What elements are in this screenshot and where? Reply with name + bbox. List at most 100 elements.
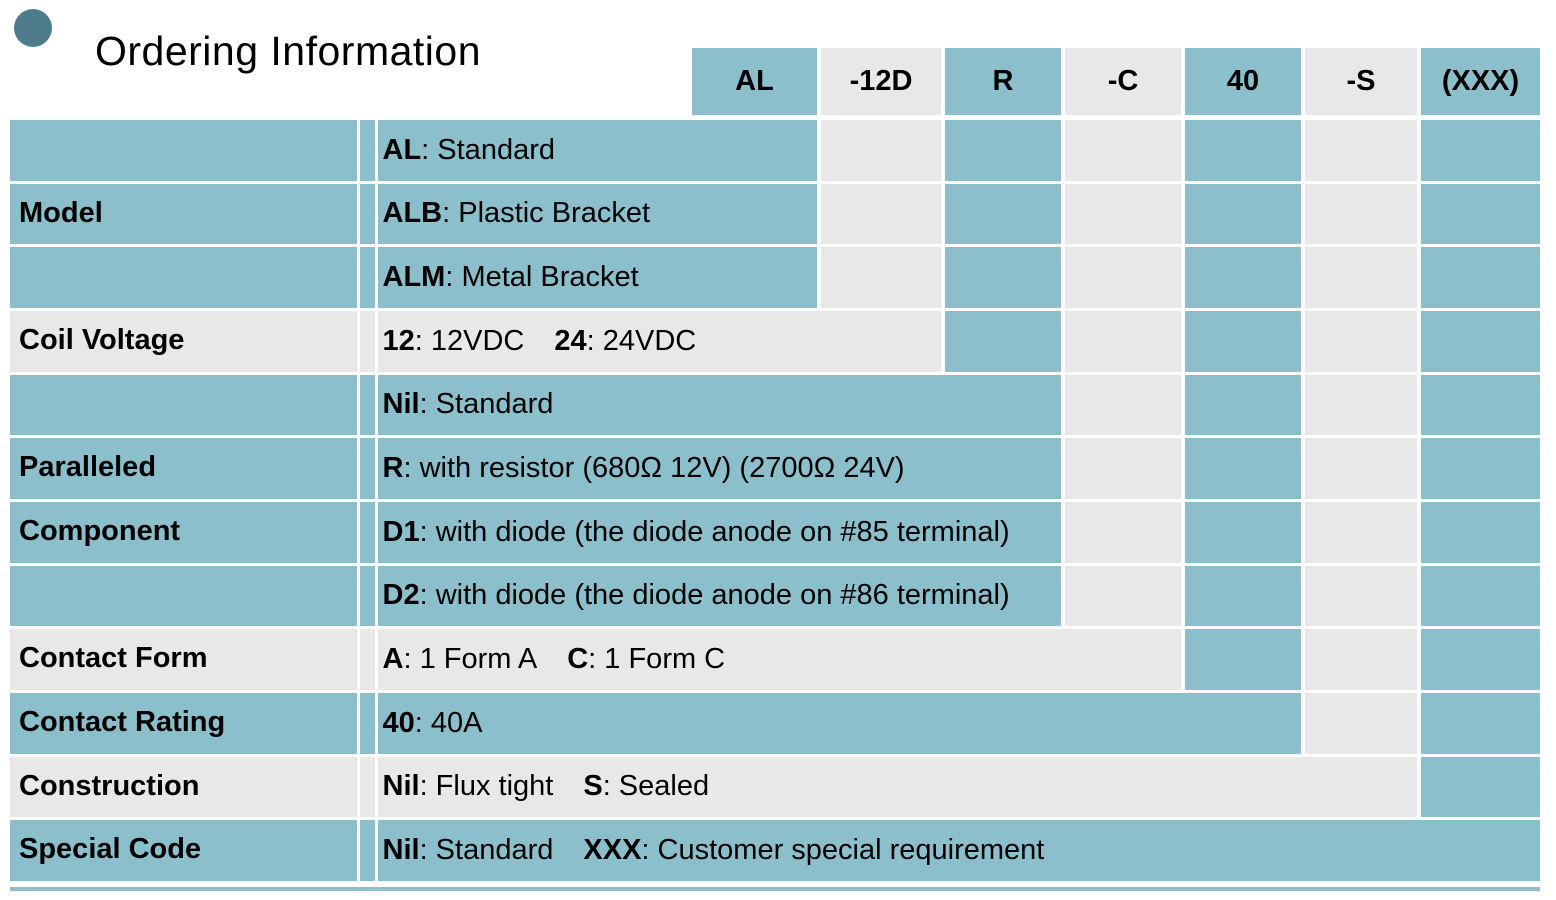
option-cell: 12: 12VDC 24: 24VDC bbox=[377, 310, 941, 372]
code-segment-6: -S bbox=[1305, 48, 1417, 115]
code-segment-5: 40 bbox=[1185, 48, 1301, 115]
option-cell: D1: with diode (the diode anode on #85 t… bbox=[377, 501, 1061, 563]
option-cell: AL: Standard bbox=[377, 119, 817, 181]
label-divider-cell bbox=[359, 183, 375, 244]
label-divider-cell bbox=[359, 119, 375, 181]
option-entry: D1: with diode (the diode anode on #85 t… bbox=[382, 515, 1010, 548]
label-divider-cell bbox=[359, 819, 375, 881]
group-label: Coil Voltage bbox=[19, 324, 185, 357]
column-strip-cell bbox=[1305, 119, 1417, 181]
group-label-cell bbox=[10, 119, 357, 181]
column-strip-cell bbox=[1305, 246, 1417, 308]
column-strip-cell bbox=[1065, 310, 1181, 372]
group-label-cell bbox=[10, 565, 357, 626]
group-label-cell bbox=[10, 501, 357, 563]
column-strip-cell bbox=[1421, 183, 1540, 244]
column-strip-cell bbox=[1421, 756, 1540, 817]
column-strip-cell bbox=[1305, 501, 1417, 563]
label-divider-cell bbox=[359, 246, 375, 308]
option-entry: ALB: Plastic Bracket bbox=[382, 197, 651, 229]
column-strip-cell bbox=[1185, 374, 1301, 435]
option-cell: 40: 40A bbox=[377, 692, 1301, 754]
group-label-cell bbox=[10, 692, 357, 754]
option-entry: Nil: Flux tight bbox=[382, 770, 554, 802]
column-strip-cell bbox=[1065, 246, 1181, 308]
column-strip-cell bbox=[1065, 565, 1181, 626]
option-entry: D2: with diode (the diode anode on #86 t… bbox=[382, 579, 1010, 611]
column-strip-cell bbox=[1305, 310, 1417, 372]
group-label-cell bbox=[10, 374, 357, 435]
group-label-cell bbox=[10, 437, 357, 499]
column-strip-cell bbox=[945, 310, 1061, 372]
column-strip-cell bbox=[1421, 310, 1540, 372]
code-segment-7: (XXX) bbox=[1421, 48, 1540, 115]
label-divider-cell bbox=[359, 310, 375, 372]
label-divider-cell bbox=[359, 565, 375, 626]
column-strip-cell bbox=[1065, 374, 1181, 435]
option-cell: ALM: Metal Bracket bbox=[377, 246, 817, 308]
option-entry: AL: Standard bbox=[382, 133, 556, 166]
column-strip-cell bbox=[1421, 119, 1540, 181]
section-bullet-icon bbox=[14, 9, 52, 47]
label-divider-cell bbox=[359, 692, 375, 754]
option-entry: A: 1 Form A bbox=[382, 642, 538, 675]
option-cell: A: 1 Form A C: 1 Form C bbox=[377, 628, 1181, 690]
label-divider-cell bbox=[359, 628, 375, 690]
column-strip-cell bbox=[821, 246, 941, 308]
column-strip-cell bbox=[1421, 374, 1540, 435]
column-strip-cell bbox=[1305, 628, 1417, 690]
group-label: Contact Rating bbox=[19, 706, 226, 739]
option-cell: D2: with diode (the diode anode on #86 t… bbox=[377, 565, 1061, 626]
column-strip-cell bbox=[1065, 119, 1181, 181]
option-cell: R: with resistor (680Ω 12V) (2700Ω 24V) bbox=[377, 437, 1061, 499]
column-strip-cell bbox=[1185, 246, 1301, 308]
group-label: Model bbox=[19, 196, 103, 229]
option-entry: ALM: Metal Bracket bbox=[382, 260, 639, 293]
column-strip-cell bbox=[945, 119, 1061, 181]
option-entry: XXX: Customer special requirement bbox=[583, 833, 1045, 866]
group-label: Contact Form bbox=[19, 642, 208, 675]
group-label-cell bbox=[10, 628, 357, 690]
column-strip-cell bbox=[1185, 119, 1301, 181]
column-strip-cell bbox=[945, 246, 1061, 308]
column-strip-cell bbox=[1421, 692, 1540, 754]
table-bottom-rule bbox=[10, 887, 1540, 891]
column-strip-cell bbox=[1185, 628, 1301, 690]
code-segment-3: R bbox=[945, 48, 1061, 115]
option-entry: R: with resistor (680Ω 12V) (2700Ω 24V) bbox=[382, 451, 905, 484]
column-strip-cell bbox=[1185, 310, 1301, 372]
option-entry: 12: 12VDC bbox=[382, 324, 525, 357]
column-strip-cell bbox=[1065, 501, 1181, 563]
column-strip-cell bbox=[821, 119, 941, 181]
label-divider-cell bbox=[359, 374, 375, 435]
column-strip-cell bbox=[1421, 246, 1540, 308]
column-strip-cell bbox=[1065, 437, 1181, 499]
column-strip-cell bbox=[1305, 374, 1417, 435]
code-segment-2: -12D bbox=[821, 48, 941, 115]
label-divider-cell bbox=[359, 501, 375, 563]
option-entry: 24: 24VDC bbox=[554, 324, 697, 357]
column-strip-cell bbox=[1185, 183, 1301, 244]
label-divider-cell bbox=[359, 756, 375, 817]
column-strip-cell bbox=[1305, 437, 1417, 499]
column-strip-cell bbox=[1185, 565, 1301, 626]
group-label: Special Code bbox=[19, 833, 202, 866]
group-label-cell bbox=[10, 246, 357, 308]
column-strip-cell bbox=[1305, 183, 1417, 244]
option-entry: C: 1 Form C bbox=[567, 642, 726, 675]
code-segment-1: AL bbox=[692, 48, 817, 115]
option-entry: 40: 40A bbox=[382, 706, 483, 739]
code-segment-4: -C bbox=[1065, 48, 1181, 115]
column-strip-cell bbox=[1185, 437, 1301, 499]
column-strip-cell bbox=[1305, 565, 1417, 626]
column-strip-cell bbox=[1421, 501, 1540, 563]
group-label-cell bbox=[10, 756, 357, 817]
group-label-cell bbox=[10, 819, 357, 881]
column-strip-cell bbox=[1421, 565, 1540, 626]
column-strip-cell bbox=[1185, 501, 1301, 563]
option-cell: ALB: Plastic Bracket bbox=[377, 183, 817, 244]
label-divider-cell bbox=[359, 437, 375, 499]
group-label: Construction bbox=[19, 769, 200, 802]
